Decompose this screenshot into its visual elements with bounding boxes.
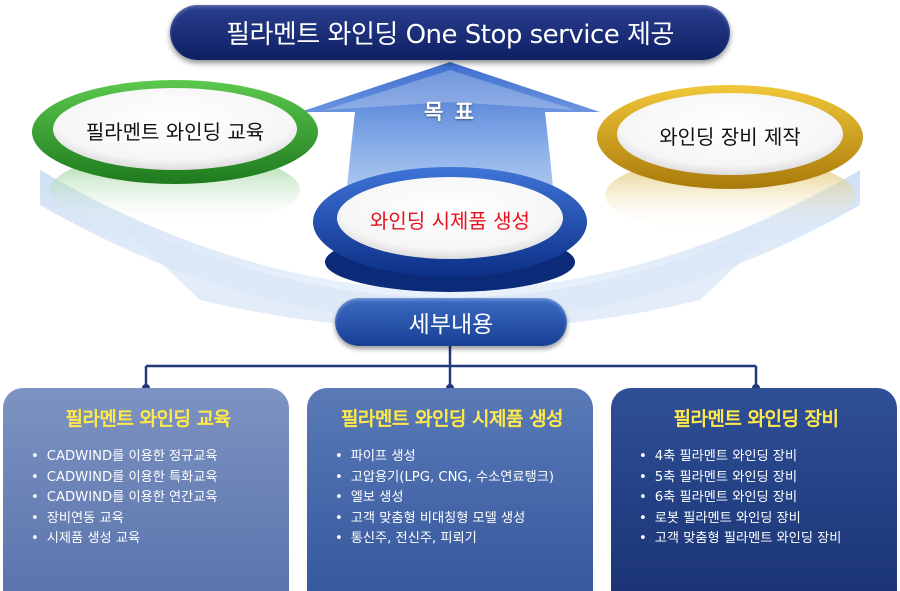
connector-lines [144,345,758,388]
list-item: 로봇 필라멘트 와인딩 장비 [639,509,879,530]
list-item: CADWIND를 이용한 정규교육 [31,447,271,468]
center-oval-face [337,177,563,259]
list-item: 6축 필라멘트 와인딩 장비 [639,488,879,509]
background-basin [110,215,790,330]
education-box: 필라멘트 와인딩 교육 CADWIND를 이용한 정규교육 CADWIND를 이… [3,388,289,591]
goal-label: 목 표 [424,100,476,124]
prototype-heading: 필라멘트 와인딩 시제품 생성 [340,408,564,430]
list-item: 4축 필라멘트 와인딩 장비 [639,447,879,468]
list-item: 시제품 생성 교육 [31,529,271,550]
equipment-heading: 필라멘트 와인딩 장비 [673,408,839,430]
list-item: 고압용기(LPG, CNG, 수소연료탱크) [335,468,575,489]
list-item: 엘보 생성 [335,488,575,509]
equipment-list: 4축 필라멘트 와인딩 장비 5축 필라멘트 와인딩 장비 6축 필라멘트 와인… [633,447,879,550]
left-oval-face [53,88,297,170]
list-item: 장비연동 교육 [31,509,271,530]
list-item: 고객 맞춤형 필라멘트 와인딩 장비 [639,529,879,550]
center-oval-label: 와인딩 시제품 생성 [370,208,530,233]
list-item: 파이프 생성 [335,447,575,468]
equipment-box: 필라멘트 와인딩 장비 4축 필라멘트 와인딩 장비 5축 필라멘트 와인딩 장… [611,388,897,591]
education-list: CADWIND를 이용한 정규교육 CADWIND를 이용한 특화교육 CADW… [25,447,271,550]
left-oval-label: 필라멘트 와인딩 교육 [85,119,265,144]
list-item: 5축 필라멘트 와인딩 장비 [639,468,879,489]
list-item: CADWIND를 이용한 특화교육 [31,468,271,489]
list-item: CADWIND를 이용한 연간교육 [31,488,271,509]
list-item: 통신주, 전신주, 피뢰기 [335,529,575,550]
education-heading: 필라멘트 와인딩 교육 [65,408,231,430]
goal-arrow-highlight [325,70,575,110]
prototype-box: 필라멘트 와인딩 시제품 생성 파이프 생성 고압용기(LPG, CNG, 수소… [307,388,593,591]
prototype-list: 파이프 생성 고압용기(LPG, CNG, 수소연료탱크) 엘보 생성 고객 맞… [329,447,575,550]
right-oval-label: 와인딩 장비 제작 [659,124,801,149]
details-banner: 세부내용 [335,298,567,346]
right-oval-face [617,93,843,175]
title-banner: 필라멘트 와인딩 One Stop service 제공 [170,5,730,60]
list-item: 고객 맞춤형 비대칭형 모델 생성 [335,509,575,530]
